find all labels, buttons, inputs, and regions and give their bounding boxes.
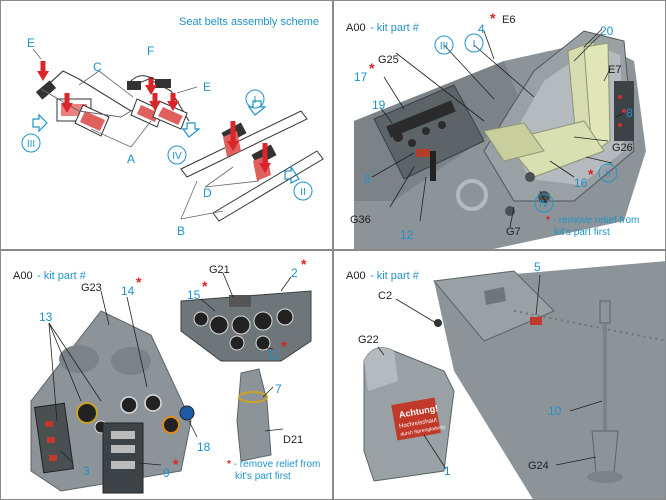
- belt-group-a: [35, 61, 142, 137]
- instrument-panel-section: A00 - kit part # G21 2 * G23 14 * 15 * 1…: [0, 250, 333, 500]
- control-stick: [587, 300, 623, 483]
- cockpit-heading: A00: [346, 22, 366, 34]
- roman-circles: [21, 89, 313, 201]
- seatbelts-panel: Seat belts assembly scheme: [0, 0, 333, 250]
- cockpit-roman-iv: IV: [539, 199, 549, 210]
- label-e1: E: [27, 36, 35, 50]
- instrument-note-line1: - remove relief from: [233, 459, 321, 470]
- star-16: *: [588, 166, 594, 182]
- label-9: 9: [163, 466, 170, 480]
- label-4: 4: [478, 22, 485, 36]
- label-g26: G26: [612, 142, 633, 154]
- label-b: B: [177, 224, 185, 238]
- label-6: 6: [364, 172, 371, 186]
- label-e2: E: [203, 80, 211, 94]
- roman-iii: III: [27, 139, 35, 150]
- cockpit-roman-iii: III: [440, 41, 448, 52]
- label-d: D: [203, 186, 212, 200]
- cockpit-note-star: *: [546, 215, 550, 226]
- cockpit-subheading: - kit part #: [370, 22, 420, 34]
- label-a: A: [127, 152, 135, 166]
- star-11: *: [281, 338, 287, 354]
- roman-ii: II: [300, 187, 306, 198]
- cockpit-roman-circles: [434, 33, 618, 213]
- outline-arrows: [32, 100, 300, 184]
- label-d21: D21: [283, 434, 303, 446]
- instrument-note-line2: kit's part first: [235, 471, 291, 482]
- seat-panel: Achtung! Hochreisshaut durch Sprengladun…: [333, 250, 666, 500]
- label-19: 19: [372, 98, 386, 112]
- label-18: 18: [197, 440, 211, 454]
- label-8: 8: [626, 106, 633, 120]
- label-g7: G7: [506, 226, 521, 238]
- seatbelts-leaders: [32, 48, 260, 220]
- instrument-note: * - remove relief from kit's part first: [227, 459, 320, 483]
- label-10: 10: [548, 404, 562, 418]
- star-4: *: [490, 10, 496, 26]
- belt-group-f: [127, 75, 190, 130]
- star-15: *: [202, 278, 208, 294]
- star-9: *: [173, 456, 179, 472]
- label-c2: C2: [378, 290, 392, 302]
- seatbelts-title: Seat belts assembly scheme: [179, 16, 319, 28]
- console-instruments: [386, 100, 456, 147]
- cockpit-note-line1: - remove relief from: [552, 215, 640, 226]
- cockpit-roman-ii: II: [605, 169, 611, 180]
- label-17: 17: [354, 70, 368, 84]
- label-g21: G21: [209, 264, 230, 276]
- instrument-heading: A00: [13, 270, 33, 282]
- label-e6: E6: [502, 14, 515, 26]
- cockpit-roman-i: I: [473, 39, 476, 50]
- cockpit-drawing: A00 - kit part # 4 * E6 20 17 * G25 III …: [346, 10, 646, 249]
- label-g23: G23: [81, 282, 102, 294]
- star-2: *: [301, 256, 307, 272]
- instrument-subheading: - kit part #: [37, 270, 87, 282]
- label-e7: E7: [608, 64, 621, 76]
- seatbelts-drawing: Seat belts assembly scheme: [21, 16, 324, 238]
- label-c: C: [93, 60, 102, 74]
- label-g25: G25: [378, 54, 399, 66]
- label-f: F: [147, 44, 154, 58]
- warning-placard: [391, 397, 441, 441]
- sub-panel-instruments: [193, 295, 294, 351]
- cockpit-panel: A00 - kit part # 4 * E6 20 17 * G25 III …: [333, 0, 666, 250]
- star-14: *: [136, 274, 142, 290]
- label-11: 11: [267, 348, 280, 362]
- seat-heading: A00: [346, 270, 366, 282]
- label-12: 12: [400, 228, 414, 242]
- label-3: 3: [83, 464, 90, 478]
- label-13: 13: [39, 310, 53, 324]
- seat-drawing: Achtung! Hochreisshaut durch Sprengladun…: [346, 260, 665, 499]
- label-g36: G36: [350, 214, 371, 226]
- seat-subheading: - kit part #: [370, 270, 420, 282]
- label-1: 1: [444, 464, 451, 478]
- label-g22: G22: [358, 334, 379, 346]
- label-14: 14: [121, 284, 135, 298]
- label-20: 20: [600, 24, 614, 38]
- label-2: 2: [291, 266, 298, 280]
- label-7: 7: [275, 382, 282, 396]
- label-16: 16: [574, 176, 588, 190]
- cockpit-note-line2: kit's part first: [554, 227, 610, 238]
- roman-i: I: [254, 95, 257, 106]
- instrument-drawing: A00 - kit part # G21 2 * G23 14 * 15 * 1…: [13, 256, 312, 494]
- instrument-note-star: *: [227, 459, 231, 470]
- seat-leaders: [377, 274, 603, 470]
- label-15: 15: [187, 288, 201, 302]
- star-17: *: [369, 60, 375, 76]
- label-g24: G24: [528, 460, 549, 472]
- cockpit-leaders: [371, 28, 625, 228]
- label-5: 5: [534, 260, 541, 274]
- roman-iv: IV: [172, 151, 182, 162]
- belt-group-b: [180, 110, 324, 222]
- instrument-leaders: [48, 272, 292, 466]
- cockpit-note: * - remove relief from kit's part first: [546, 215, 639, 239]
